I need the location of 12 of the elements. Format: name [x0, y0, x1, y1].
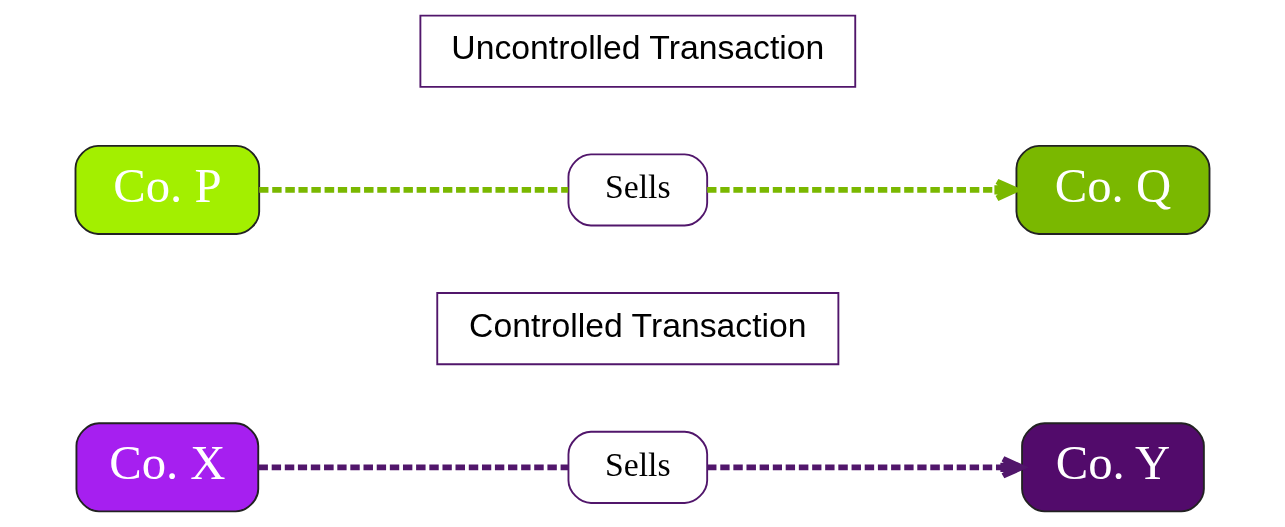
arrow	[707, 178, 1019, 202]
node-box: Co. Y	[1021, 422, 1205, 513]
connector	[258, 464, 568, 471]
arrow	[707, 456, 1025, 479]
connector	[259, 187, 569, 193]
node-box: Co. X	[75, 422, 260, 513]
node-box: Co. Q	[1015, 144, 1211, 235]
node-box: Co. P	[74, 144, 261, 235]
node-box: Sells	[567, 430, 709, 504]
node-box: Controlled Transaction	[436, 292, 840, 366]
node-box: Sells	[567, 153, 709, 227]
node-box: Uncontrolled Transaction	[419, 14, 857, 88]
